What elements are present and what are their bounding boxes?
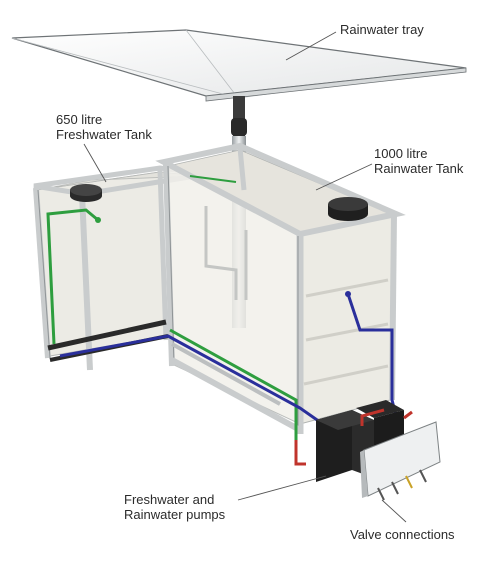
freshwater-tank-label: 650 litre Freshwater Tank	[56, 112, 152, 142]
rainwater-tank-label: 1000 litre Rainwater Tank	[374, 146, 464, 176]
freshwater-tank	[33, 165, 209, 371]
freshwater-pipe	[46, 175, 298, 440]
rainwater-tray-label: Rainwater tray	[340, 22, 424, 37]
rainwater-tray	[11, 29, 467, 102]
pumps-label: Freshwater and Rainwater pumps	[124, 492, 226, 522]
leader-lines	[83, 31, 407, 523]
valve-plate	[360, 421, 441, 501]
valve-connections-label: Valve connections	[350, 527, 455, 542]
